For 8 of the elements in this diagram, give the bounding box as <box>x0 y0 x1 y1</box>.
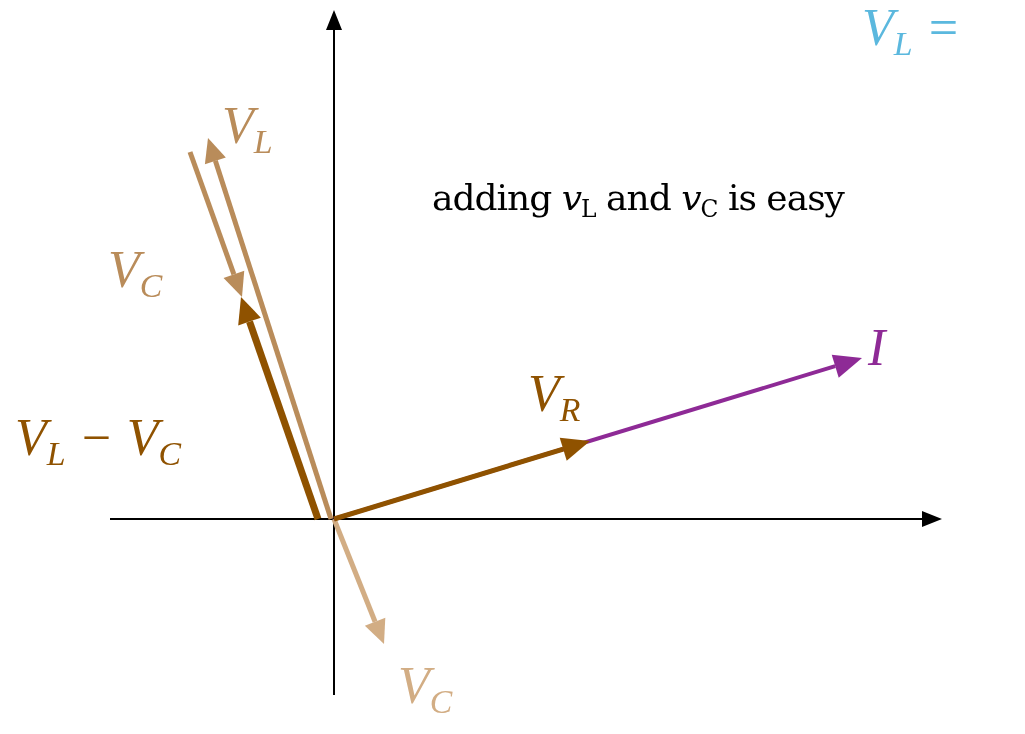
vector-label: I <box>868 322 886 374</box>
vector-label: V$_{C}$ <box>108 244 163 303</box>
vector-label: V$_{C}$ <box>398 660 453 719</box>
vector-label: V$_{L}$ − V$_{C}$ <box>15 412 181 471</box>
vector-label: V$_{L}$ <box>222 100 273 159</box>
equation-text: V$_{L}$ = <box>862 2 961 61</box>
note-text: adding v$_{L}$ and v$_{C}$ is easy <box>432 180 844 222</box>
vector-label: V$_{R}$ <box>528 368 581 427</box>
